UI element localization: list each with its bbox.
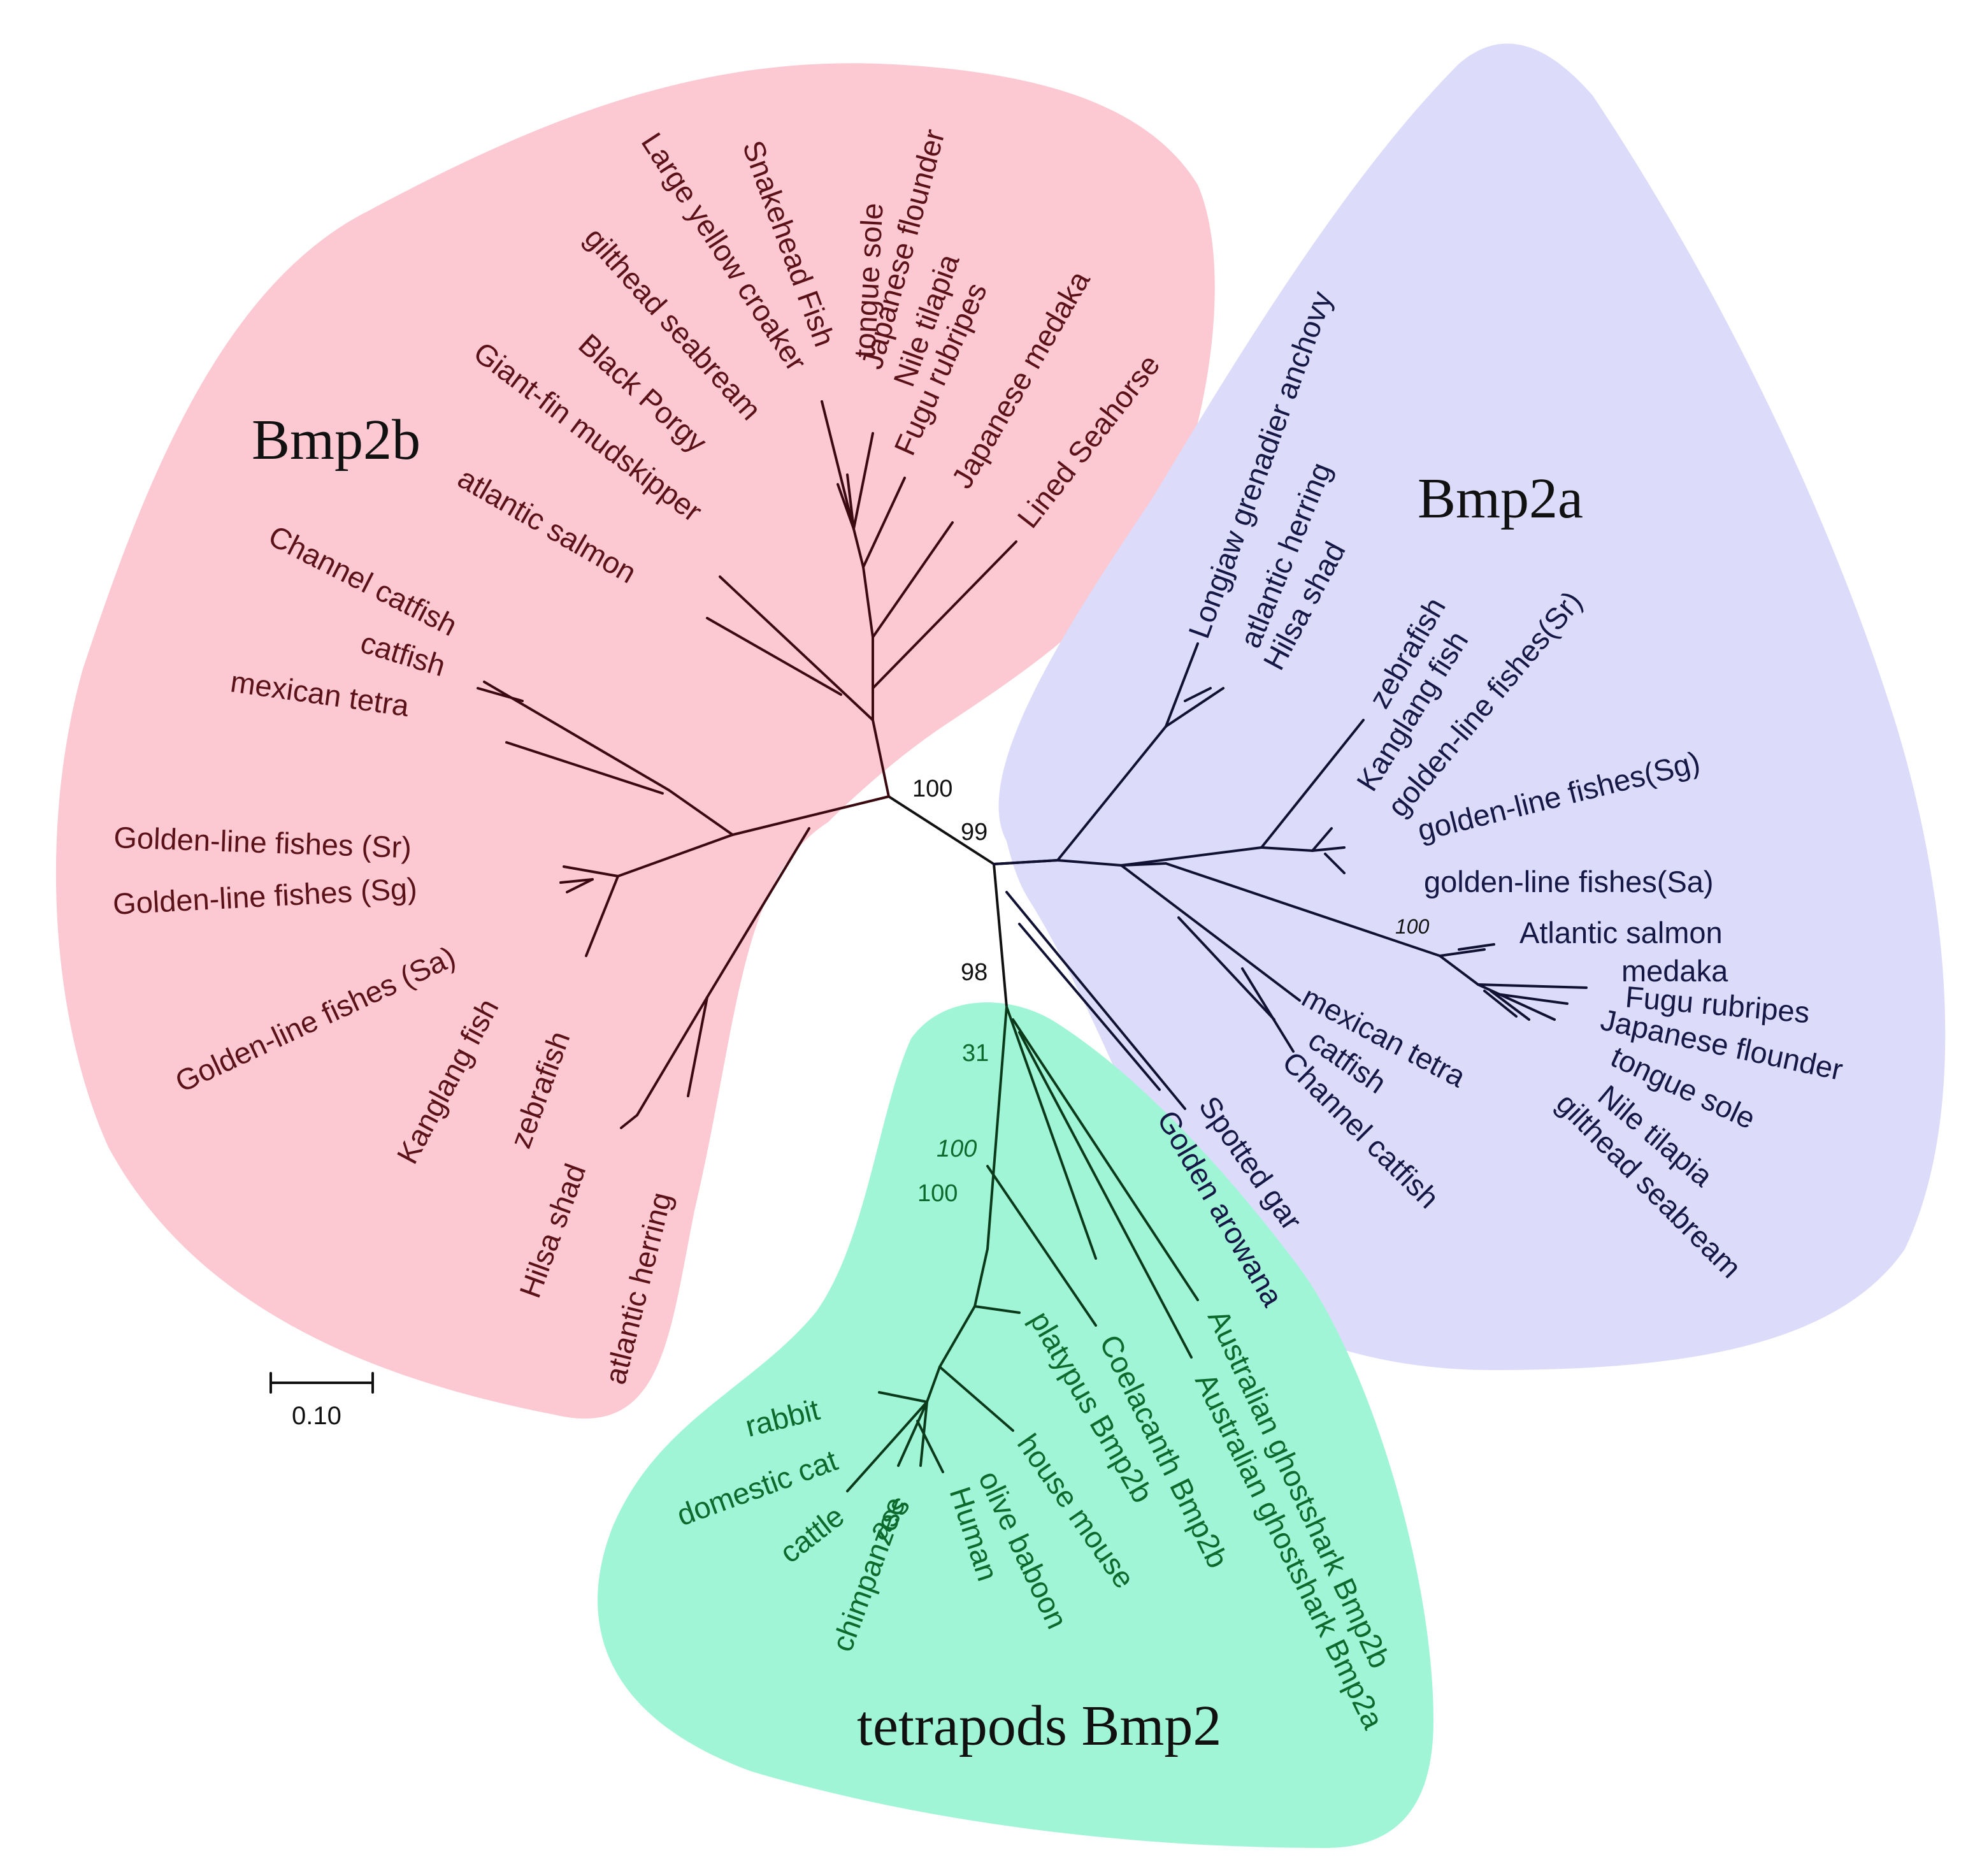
tetrapods-title: tetrapods Bmp2 — [857, 1694, 1221, 1757]
taxon-label: Atlantic salmon — [1519, 916, 1723, 949]
bootstrap-value: 31 — [962, 1040, 989, 1067]
scale-bar: 0.10 — [269, 1372, 374, 1430]
bmp2a-title: Bmp2a — [1418, 467, 1583, 530]
bmp2a-branches — [993, 642, 1588, 1110]
bmp2b-branches — [477, 400, 1017, 1129]
bootstrap-value: 100 — [912, 776, 952, 802]
bootstrap-value: 99 — [961, 819, 987, 846]
bootstrap-value: 100 — [917, 1180, 958, 1207]
bmp2a-clade-region — [998, 43, 1946, 1371]
bootstrap-values: 100 99 98 31 100 100 100 — [912, 776, 1430, 1207]
tetrapod-branches — [846, 1006, 1199, 1492]
bootstrap-value: 98 — [961, 959, 987, 986]
taxon-label: medaka — [1621, 954, 1728, 988]
scale-bar-label: 0.10 — [292, 1402, 341, 1430]
tetrapods-clade-region — [598, 1002, 1433, 1848]
bmp2b-clade-region — [55, 63, 1215, 1419]
bootstrap-value: 100 — [1395, 915, 1430, 938]
bmp2b-title: Bmp2b — [252, 408, 420, 472]
taxon-label: tongue sole — [847, 202, 889, 358]
bootstrap-value: 100 — [937, 1136, 977, 1162]
taxon-label: golden-line fishes(Sa) — [1424, 865, 1714, 898]
